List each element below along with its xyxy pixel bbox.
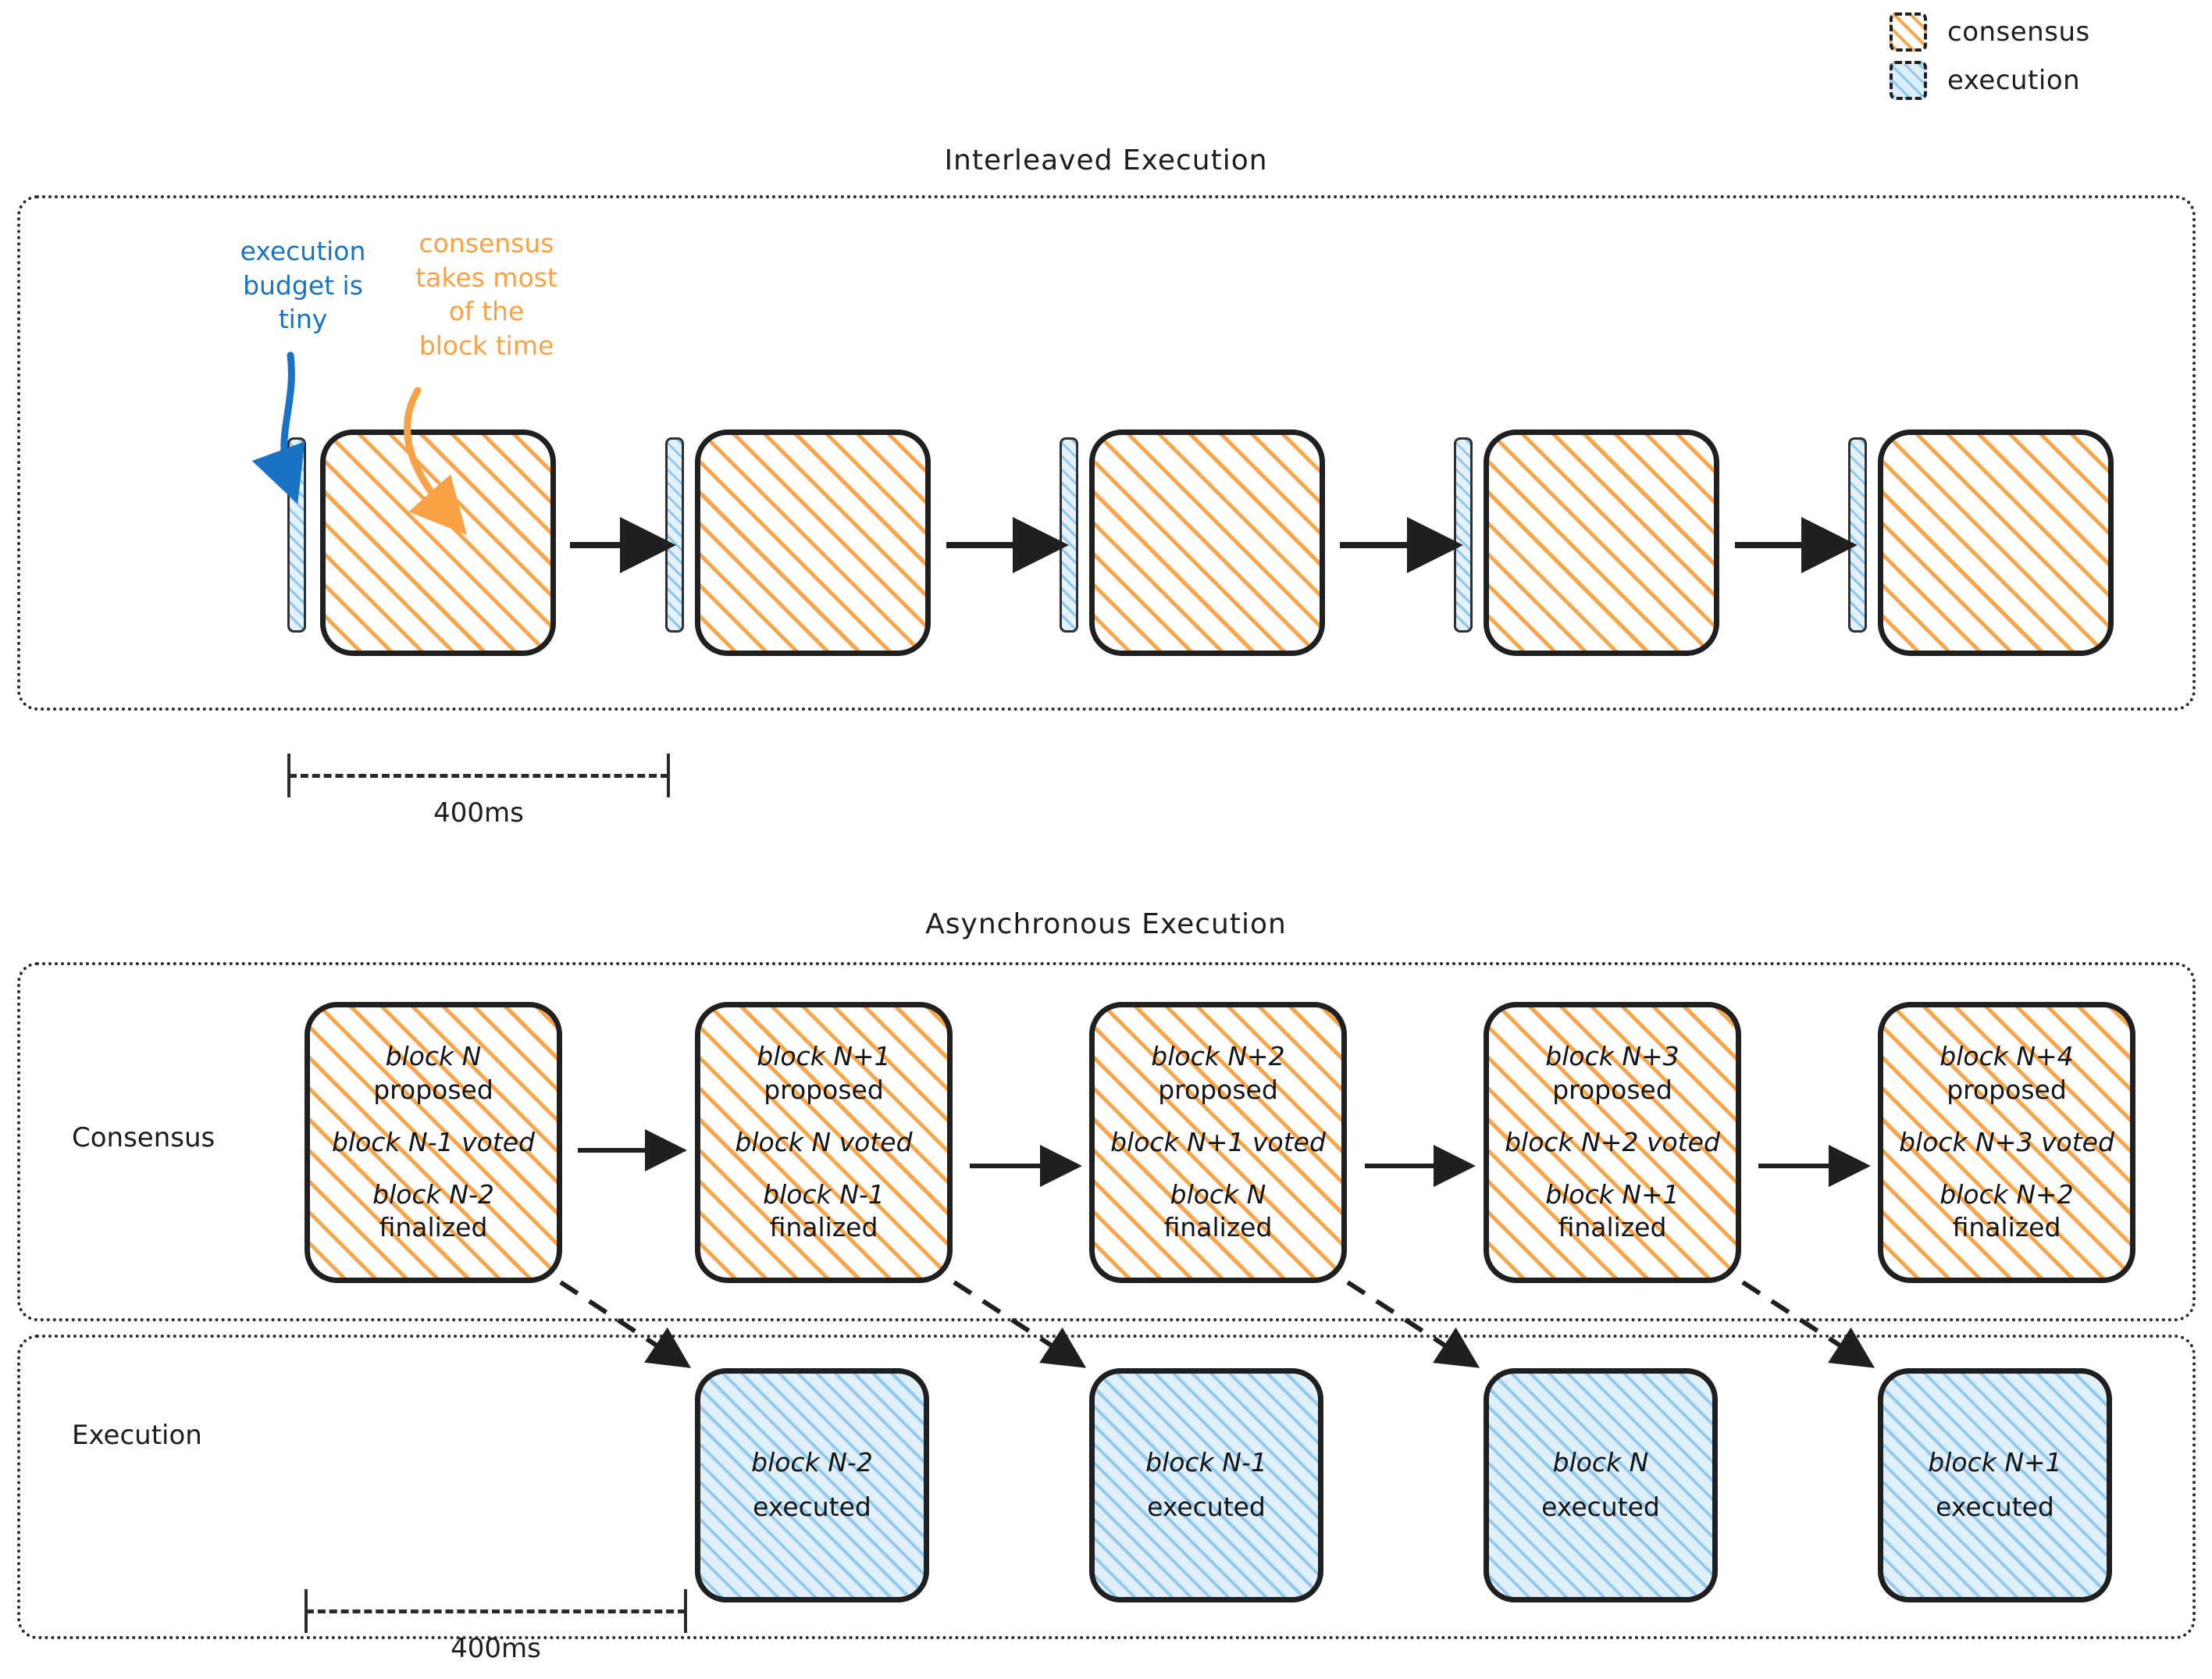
section-title-interleaved: Interleaved Execution bbox=[944, 144, 1268, 176]
ruler-tick-right bbox=[667, 754, 670, 797]
consensus-block-4-proposed: block N+3 bbox=[1545, 1041, 1679, 1072]
legend-item-execution: execution bbox=[1890, 56, 2202, 105]
consensus-block-3-finalized: block N bbox=[1170, 1179, 1266, 1210]
consensus-block-1-finalized-word: finalized bbox=[379, 1212, 488, 1243]
consensus-block-2-finalized: block N-1 bbox=[763, 1179, 885, 1210]
interleaved-execution-bar-3 bbox=[1060, 437, 1078, 633]
consensus-block-2-voted: block N voted bbox=[735, 1126, 913, 1157]
consensus-block-2-proposed-word: proposed bbox=[764, 1074, 884, 1105]
execution-block-4-line1: block N+1 bbox=[1928, 1447, 2062, 1478]
annotation-execution-budget: execution budget is tiny bbox=[240, 236, 366, 335]
execution-block-1: block N-2 executed bbox=[695, 1368, 929, 1602]
consensus-hatch-swatch-icon bbox=[1890, 12, 1927, 52]
interleaved-execution-bar-5 bbox=[1848, 437, 1867, 633]
legend-item-consensus: consensus bbox=[1890, 8, 2202, 56]
consensus-block-1-proposed-word: proposed bbox=[373, 1074, 493, 1105]
legend-label-execution: execution bbox=[1947, 65, 2081, 96]
ruler-dashed-line bbox=[289, 774, 668, 778]
ruler-label-async: 400ms bbox=[451, 1633, 541, 1664]
row-label-execution: Execution bbox=[72, 1420, 202, 1451]
consensus-block-5-finalized-word: finalized bbox=[1952, 1212, 2061, 1243]
execution-block-3: block N executed bbox=[1484, 1368, 1718, 1602]
execution-block-4-line2: executed bbox=[1936, 1492, 2054, 1522]
annotation-consensus-time: consensus takes most of the block time bbox=[415, 228, 557, 361]
legend-label-consensus: consensus bbox=[1947, 16, 2090, 48]
interleaved-container bbox=[17, 195, 2196, 711]
execution-block-3-line1: block N bbox=[1552, 1447, 1649, 1478]
interleaved-consensus-block-5 bbox=[1878, 430, 2114, 656]
consensus-block-3-proposed-word: proposed bbox=[1158, 1074, 1278, 1105]
execution-block-1-line1: block N-2 bbox=[751, 1447, 873, 1478]
consensus-block-4-finalized: block N+1 bbox=[1545, 1179, 1679, 1210]
consensus-block-3-proposed: block N+2 bbox=[1151, 1041, 1285, 1072]
consensus-block-5-voted: block N+3 voted bbox=[1899, 1126, 2114, 1157]
interleaved-consensus-block-3 bbox=[1089, 430, 1325, 656]
consensus-block-2-proposed: block N+1 bbox=[757, 1041, 891, 1072]
execution-block-1-line2: executed bbox=[753, 1492, 871, 1522]
consensus-block-5-proposed-word: proposed bbox=[1947, 1074, 2067, 1105]
consensus-block-1-finalized: block N-2 bbox=[372, 1179, 494, 1210]
ruler-label-interleaved: 400ms bbox=[433, 797, 524, 829]
execution-hatch-swatch-icon bbox=[1890, 61, 1927, 100]
execution-block-2-line2: executed bbox=[1147, 1492, 1266, 1522]
interleaved-execution-bar-4 bbox=[1454, 437, 1473, 633]
consensus-block-5-finalized: block N+2 bbox=[1940, 1179, 2074, 1210]
interleaved-execution-bar-1 bbox=[287, 437, 306, 633]
interleaved-consensus-block-2 bbox=[695, 430, 931, 656]
execution-lane-container bbox=[17, 1335, 2196, 1639]
execution-block-3-line2: executed bbox=[1541, 1492, 1660, 1522]
consensus-block-4-voted: block N+2 voted bbox=[1505, 1126, 1720, 1157]
consensus-block-4-proposed-word: proposed bbox=[1552, 1074, 1672, 1105]
execution-block-4: block N+1 executed bbox=[1878, 1368, 2112, 1602]
consensus-block-4-finalized-word: finalized bbox=[1558, 1212, 1667, 1243]
interleaved-consensus-block-4 bbox=[1484, 430, 1719, 656]
ruler-dashed-line bbox=[306, 1609, 686, 1613]
ruler-tick-right bbox=[684, 1589, 687, 1633]
ruler-interleaved-400ms: 400ms bbox=[287, 754, 670, 829]
consensus-block-2-finalized-word: finalized bbox=[769, 1212, 878, 1243]
consensus-block-1-voted: block N-1 voted bbox=[331, 1126, 536, 1157]
consensus-block-5-proposed: block N+4 bbox=[1940, 1041, 2074, 1072]
consensus-block-1-proposed: block N bbox=[385, 1041, 482, 1072]
consensus-block-3-finalized-word: finalized bbox=[1163, 1212, 1273, 1243]
interleaved-execution-bar-2 bbox=[665, 437, 684, 633]
interleaved-consensus-block-1 bbox=[320, 430, 556, 656]
row-label-consensus: Consensus bbox=[72, 1122, 216, 1153]
execution-block-2: block N-1 executed bbox=[1089, 1368, 1323, 1602]
ruler-async-400ms: 400ms bbox=[305, 1589, 687, 1664]
execution-block-2-line1: block N-1 bbox=[1145, 1447, 1267, 1478]
consensus-block-3-voted: block N+1 voted bbox=[1110, 1126, 1326, 1157]
consensus-lane-container bbox=[17, 962, 2196, 1321]
legend: consensus execution bbox=[1890, 8, 2202, 105]
section-title-asynchronous: Asynchronous Execution bbox=[925, 908, 1287, 940]
